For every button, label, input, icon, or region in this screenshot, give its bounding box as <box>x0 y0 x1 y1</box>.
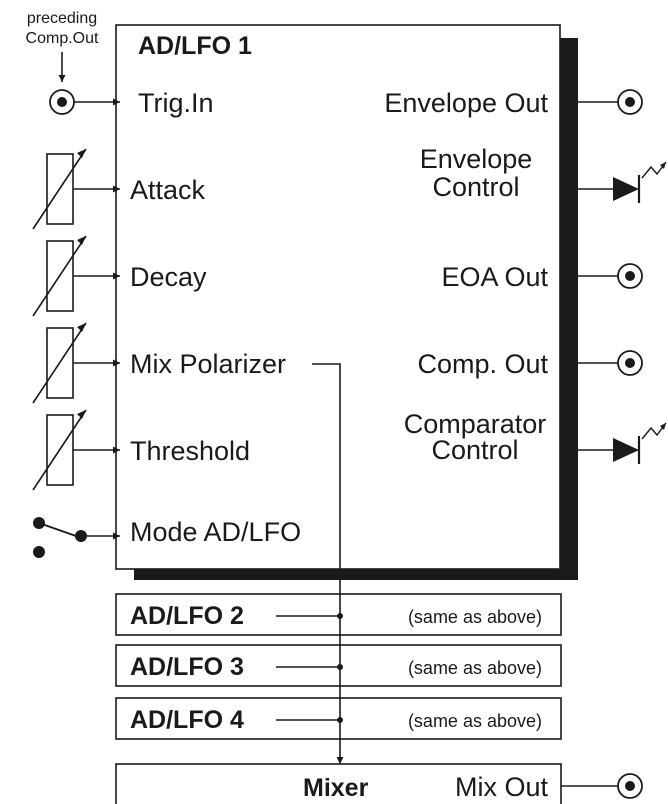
envelope-control-label-line1: Envelope <box>420 144 533 174</box>
ad-lfo-4-module: AD/LFO 4 (same as above) <box>115 697 562 740</box>
mode-switch-icon[interactable] <box>33 517 87 558</box>
ad-lfo-4-note: (same as above) <box>408 711 542 731</box>
ad-lfo-2-note: (same as above) <box>408 607 542 627</box>
trig-in-label: Trig.In <box>138 88 214 118</box>
mix-out-label: Mix Out <box>455 772 549 802</box>
module-box <box>115 24 561 570</box>
envelope-out-label: Envelope Out <box>384 88 548 118</box>
comparator-control-led-icon <box>611 421 668 466</box>
envelope-control-label-line2: Control <box>432 172 519 202</box>
trig-in-socket-icon[interactable] <box>49 89 75 115</box>
eoa-out-socket-icon[interactable] <box>617 263 643 289</box>
module-title: AD/LFO 1 <box>138 32 252 60</box>
comparator-control-label-line2: Control <box>431 435 518 465</box>
ad-lfo-4-title: AD/LFO 4 <box>130 706 244 734</box>
eoa-out-label: EOA Out <box>441 262 548 292</box>
envelope-control-led-icon <box>611 160 668 205</box>
mix-bus-line <box>312 363 344 764</box>
comparator-control-label-line1: Comparator <box>404 409 547 439</box>
mode-label: Mode AD/LFO <box>130 517 301 547</box>
ad-lfo-3-title: AD/LFO 3 <box>130 653 244 681</box>
mixer-module: Mixer Mix Out <box>115 763 562 804</box>
ad-lfo-2-title: AD/LFO 2 <box>130 602 244 630</box>
preceding-label-line2: Comp.Out <box>26 30 99 47</box>
ad-lfo-3-note: (same as above) <box>408 658 542 678</box>
mix-out-socket-icon[interactable] <box>617 773 643 799</box>
ad-lfo-2-module: AD/LFO 2 (same as above) <box>115 593 562 636</box>
mix-polarizer-label: Mix Polarizer <box>130 349 286 379</box>
decay-label: Decay <box>130 262 207 292</box>
attack-label: Attack <box>130 175 206 205</box>
ad-lfo-3-module: AD/LFO 3 (same as above) <box>115 644 562 687</box>
threshold-label: Threshold <box>130 436 250 466</box>
envelope-out-socket-icon[interactable] <box>617 89 643 115</box>
mixer-title: Mixer <box>303 774 369 802</box>
preceding-label-line1: preceding <box>27 10 97 27</box>
comp-out-label: Comp. Out <box>417 349 548 379</box>
comp-out-socket-icon[interactable] <box>617 350 643 376</box>
